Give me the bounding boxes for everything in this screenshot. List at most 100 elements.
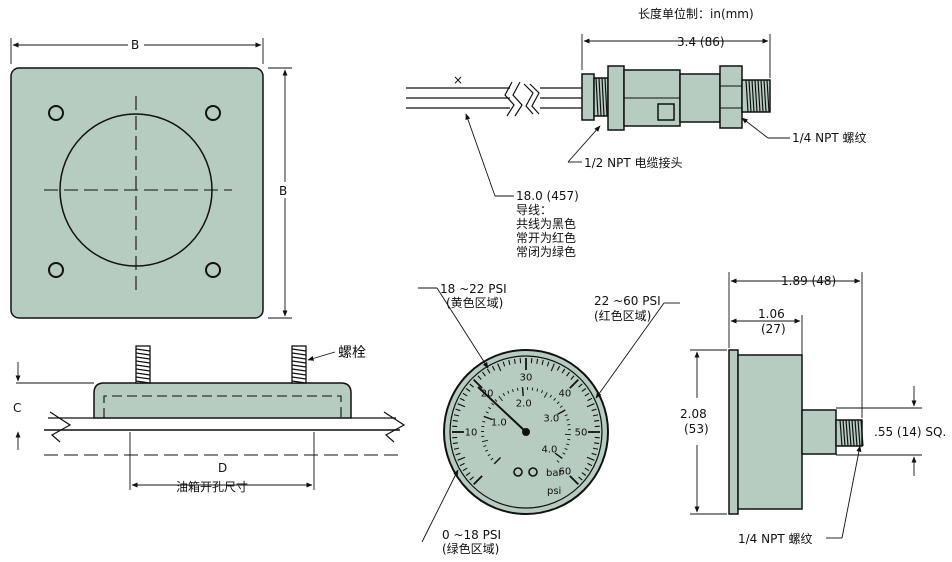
lead-nc: 常闭为绿色 (516, 244, 576, 259)
bar-tick (487, 453, 491, 457)
psi-tick (459, 462, 465, 467)
psi-tick (591, 408, 597, 412)
dim-case-mm: (27) (761, 322, 786, 336)
psi-tick (594, 442, 600, 445)
psi-tick (465, 472, 471, 476)
npt-half-label: 1/2 NPT 电缆接头 (584, 155, 683, 170)
bar-tick (541, 390, 544, 394)
bar-tick (553, 397, 556, 401)
zone-yellow-name: (黄色区域) (446, 296, 503, 310)
psi-tick (513, 358, 516, 364)
bar-tick (566, 443, 570, 446)
dim-height-mm: (53) (684, 422, 709, 436)
bar-tick (493, 456, 502, 465)
psi-tick (465, 388, 471, 392)
bar-tick (567, 438, 571, 441)
psi-tick (546, 361, 550, 367)
psi-tick (502, 361, 506, 367)
psi-tick (455, 408, 461, 412)
zone-green-name: (绿色区域) (442, 541, 499, 556)
bolt-label: 螺栓 (338, 345, 366, 361)
dim-c-label: C (13, 401, 21, 415)
bar-tick (485, 411, 489, 414)
npt-quarter-label: 1/4 NPT 螺纹 (792, 131, 867, 145)
psi-tick (469, 383, 474, 388)
bar-tick (491, 402, 495, 406)
bar-tick (556, 401, 560, 405)
bar-tick (554, 452, 563, 460)
unit-psi: psi (547, 486, 561, 497)
psi-tick (462, 467, 468, 472)
bar-tick (485, 449, 489, 452)
psi-tick (566, 371, 570, 377)
bar-tick (557, 409, 566, 416)
mounting-hole (205, 105, 221, 121)
bar-tick (516, 387, 519, 391)
psi-tick (561, 368, 566, 374)
psi-tick (453, 414, 460, 417)
psi-tick (581, 472, 587, 476)
psi-tick (486, 368, 491, 374)
bar-tick (562, 452, 566, 455)
bar-tick (549, 394, 552, 398)
bar-tick (566, 419, 570, 421)
bar-tick-label: 3.0 (543, 413, 559, 424)
dim-width-label: B (131, 38, 139, 52)
switch-length-label: 3.4 (86) (677, 35, 725, 49)
psi-tick (452, 442, 458, 445)
psi-tick (592, 447, 599, 450)
psi-tick (457, 403, 466, 408)
dim-overall: 1.89 (48) (781, 274, 836, 288)
zone-green-range: 0 ~18 PSI (442, 528, 501, 542)
plate-body (10, 67, 264, 319)
pressure-switch: × 3.4 (86) 1/4 NPT 螺纹 1/2 NPT 电缆接头 18.0 … (406, 34, 867, 259)
bar-tick-label: 1.0 (491, 417, 507, 428)
bar-tick (502, 393, 506, 397)
bar-tick (483, 415, 493, 421)
units-note: 长度单位制：in(mm) (638, 6, 754, 21)
psi-tick-label: 40 (559, 389, 572, 400)
psi-tick (570, 375, 575, 380)
cut-mark: × (453, 73, 463, 87)
bar-tick (512, 388, 514, 393)
psi-tick (592, 414, 599, 417)
mounting-hole (205, 262, 221, 278)
psi-tick (586, 456, 595, 461)
psi-tick (587, 462, 593, 467)
gauge-hex (801, 409, 837, 455)
psi-tick (581, 388, 587, 392)
unit-bar: bar (546, 468, 563, 479)
gauge-side-view: 1.89 (48) 1.06 (27) 2.08 (53) .55 (14) S… (680, 272, 946, 546)
dim-d-label: D (218, 461, 227, 475)
bar-tick (494, 399, 498, 402)
tank-hole-label: 油箱开孔尺寸 (176, 479, 248, 494)
dim-hex: .55 (14) SQ. (874, 425, 946, 439)
psi-tick (469, 476, 474, 481)
zone-red-range: 22 ~60 PSI (594, 294, 661, 308)
psi-tick (578, 476, 583, 481)
bar-tick (564, 448, 568, 451)
lead-notes: 18.0 (457) 导线： 共线为黑色 常开为红色 常闭为绿色 (516, 189, 579, 259)
psi-tick (536, 358, 539, 364)
plate-side-view: C D 油箱开孔尺寸 螺栓 (13, 345, 406, 494)
bar-tick (544, 392, 548, 398)
psi-tick (491, 365, 496, 371)
psi-tick-label: 30 (520, 373, 533, 384)
bar-tick (521, 387, 524, 397)
bar-tick (498, 395, 503, 402)
psi-tick (473, 475, 483, 485)
psi-tick (455, 452, 461, 456)
psi-tick (550, 363, 555, 372)
bar-tick (507, 390, 510, 394)
bar-tick (488, 406, 492, 410)
gauge-dial (449, 355, 603, 509)
psi-tick (452, 419, 458, 422)
dim-case-value: 1.06 (758, 307, 785, 321)
psi-tick (584, 467, 590, 472)
psi-tick (586, 403, 595, 408)
psi-tick (556, 365, 561, 371)
flange (93, 382, 352, 419)
psi-tick (578, 383, 583, 388)
